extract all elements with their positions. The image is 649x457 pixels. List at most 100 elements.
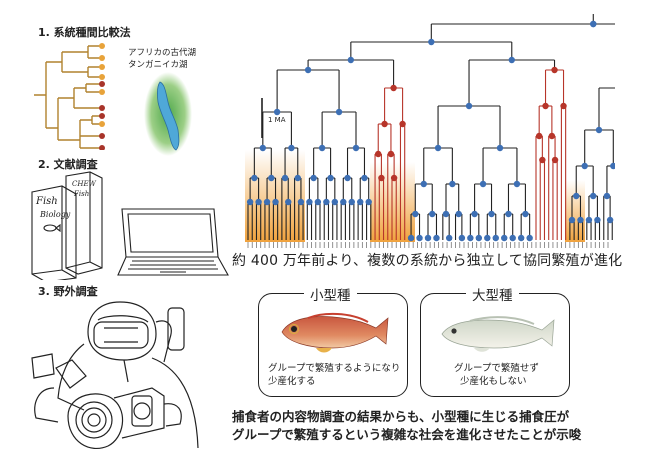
independent-node: [288, 144, 295, 152]
independent-node: [273, 108, 281, 116]
independent-node: [306, 198, 313, 206]
tip-label-mark: [544, 242, 545, 248]
tip-label-mark: [607, 242, 609, 248]
tip-label-mark: [586, 242, 588, 248]
cooperative-node: [378, 174, 385, 182]
independent-node: [496, 144, 504, 152]
independent-node: [310, 174, 317, 182]
independent-node: [327, 174, 334, 182]
tip-label-mark: [518, 242, 520, 248]
tip-label-mark: [535, 242, 537, 248]
tip-label-mark: [467, 242, 469, 248]
cooperative-node: [542, 102, 549, 110]
independent-node: [433, 234, 440, 242]
headline: 約 400 万年前より、複数の系統から独立して協同繁殖が進化: [232, 253, 623, 269]
tip-label-mark: [349, 242, 351, 248]
independent-node: [517, 234, 525, 242]
independent-node: [585, 216, 593, 224]
independent-node: [594, 216, 601, 224]
independent-node: [263, 198, 271, 206]
independent-node: [508, 56, 515, 64]
independent-node: [314, 198, 322, 206]
tip-label-mark: [306, 242, 308, 248]
tip-label-mark: [383, 242, 384, 248]
independent-node: [318, 144, 326, 152]
tip-label-mark: [251, 242, 253, 248]
independent-node: [272, 198, 279, 206]
step-3-label: 3. 野外調査: [38, 285, 98, 298]
independent-node: [420, 180, 427, 188]
step-2-label: 2. 文献調査: [38, 158, 98, 171]
independent-node: [501, 234, 508, 242]
tip-label-mark: [561, 242, 562, 248]
tip-label-mark: [472, 242, 473, 248]
tip-label-mark: [603, 242, 605, 248]
tip-label-mark: [319, 242, 321, 248]
tip-label-mark: [400, 242, 401, 248]
small-species-caption-line1: グループで繁殖するようになり: [268, 363, 401, 374]
independent-node: [595, 126, 603, 134]
tip-label-mark: [514, 242, 516, 248]
tip-label-mark: [302, 242, 304, 248]
large-fish-icon: [441, 316, 555, 352]
independent-node: [568, 216, 576, 224]
independent-node: [606, 216, 614, 224]
independent-node: [442, 210, 450, 218]
independent-node: [255, 198, 262, 206]
books-icon: [31, 171, 103, 280]
tip-label-mark: [552, 242, 554, 248]
tip-label-mark: [425, 242, 427, 248]
independent-node: [509, 234, 516, 242]
independent-node: [323, 198, 330, 206]
diver-photographer-icon: [31, 301, 199, 450]
cooperative-node: [387, 150, 395, 158]
independent-node: [590, 20, 597, 28]
tip-label-mark: [408, 242, 410, 248]
tip-label-mark: [412, 242, 414, 248]
independent-node: [428, 38, 435, 46]
tip-label-mark: [438, 242, 439, 248]
lake-tanganyika-icon: [144, 72, 192, 156]
cooperative-node: [548, 132, 556, 140]
cooperative-node: [390, 174, 398, 182]
tip-label-mark: [328, 242, 329, 248]
tip-label-mark: [315, 242, 317, 248]
tip-label-mark: [277, 242, 279, 248]
tip-label-mark: [590, 242, 592, 248]
independent-node: [505, 210, 512, 218]
tip-label-mark: [361, 242, 363, 248]
tip-label-mark: [497, 242, 499, 248]
tip-label-mark: [264, 242, 266, 248]
independent-node: [357, 198, 364, 206]
independent-node: [352, 144, 360, 152]
independent-node: [285, 198, 292, 206]
tip-label-mark: [404, 242, 406, 248]
independent-node: [361, 174, 368, 182]
tip-label-mark: [531, 242, 533, 248]
tip-label-mark: [489, 242, 490, 248]
conclusion-line1: 捕食者の内容物調査の結果からも、小型種に生じる捕食圧が: [232, 409, 570, 424]
book-title-2a: CHEW: [72, 180, 96, 188]
independent-node: [344, 174, 351, 182]
tip-label-mark: [421, 242, 423, 248]
tip-label-mark: [565, 242, 567, 248]
tip-label-mark: [455, 242, 456, 248]
tip-label-mark: [594, 242, 596, 248]
large-species-caption-line1: グループで繁殖せず: [454, 363, 539, 374]
independent-node: [589, 192, 597, 200]
large-species-caption-line2: 少産化もしない: [460, 376, 527, 387]
tip-label-mark: [391, 242, 393, 248]
lake-label-line1: アフリカの古代湖: [128, 48, 197, 58]
tip-label-mark: [340, 242, 342, 248]
independent-node: [492, 234, 499, 242]
tip-label-mark: [577, 242, 579, 248]
independent-node: [365, 198, 372, 206]
book-title-1b: Biology: [40, 210, 71, 219]
tip-label-mark: [539, 242, 541, 248]
independent-node: [484, 234, 491, 242]
independent-node: [340, 198, 347, 206]
independent-node: [251, 174, 258, 182]
tip-label-mark: [395, 242, 397, 248]
independent-node: [347, 56, 355, 64]
tip-label-mark: [446, 242, 448, 248]
